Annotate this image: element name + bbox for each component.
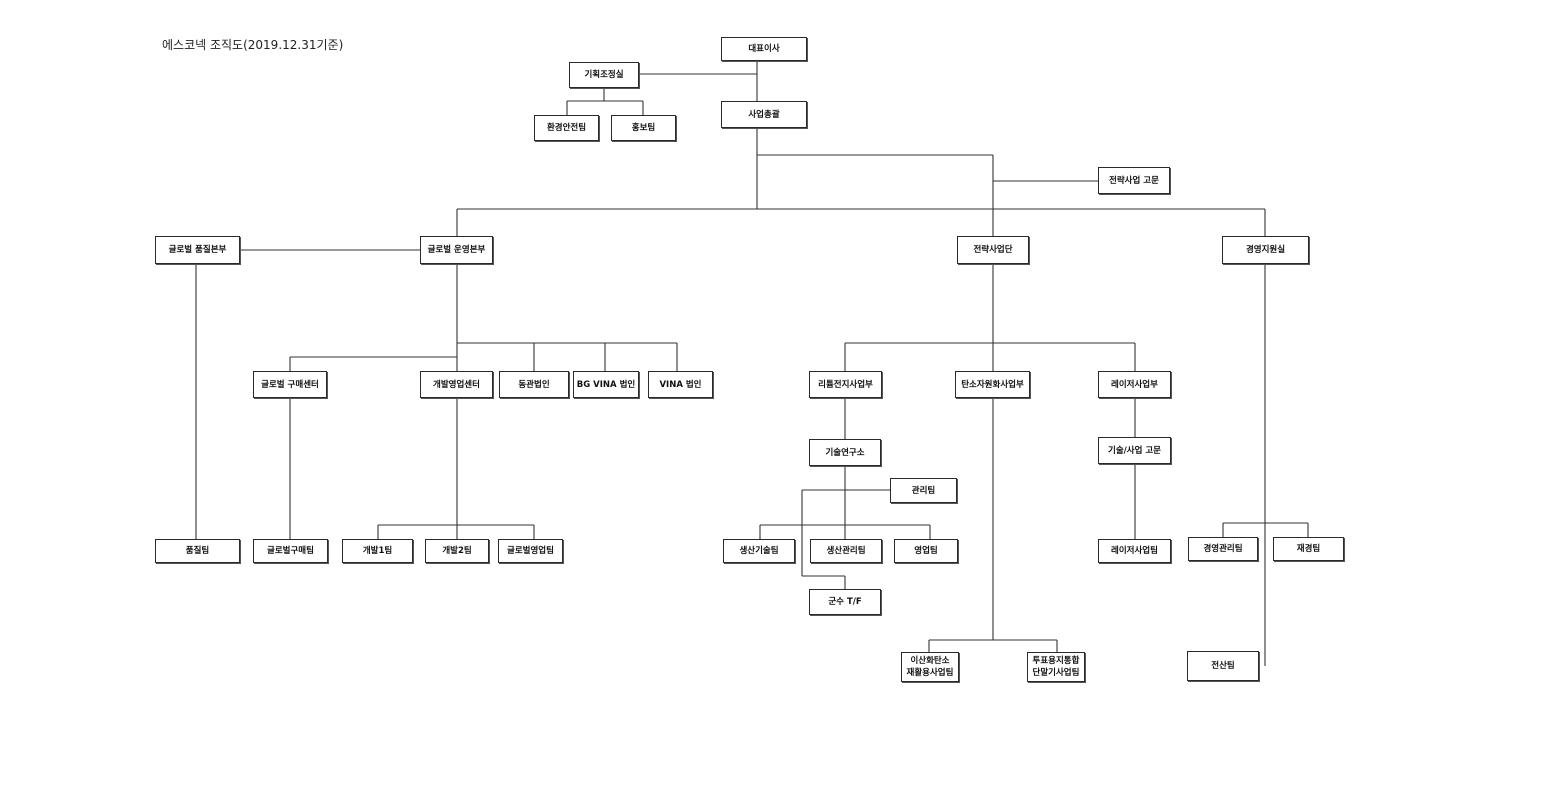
node-pr-team: 홍보팀: [611, 115, 676, 141]
node-lithium-battery-div: 리튬전지사업부: [809, 371, 882, 398]
node-dev2-team: 개발2팀: [425, 539, 489, 563]
node-tech-institute: 기술연구소: [809, 439, 881, 466]
node-dev-sales-center: 개발영업센터: [420, 371, 493, 398]
node-carbon-resource-div: 탄소자원화사업부: [955, 371, 1030, 398]
node-management-team: 관리팀: [890, 478, 957, 503]
node-dongguan-corp: 동관법인: [499, 371, 569, 398]
node-ceo: 대표이사: [721, 37, 807, 61]
node-strategy-advisor: 전략사업 고문: [1098, 167, 1170, 194]
node-prod-tech-team: 생산기술팀: [723, 539, 795, 563]
node-global-sales-team: 글로벌영업팀: [498, 539, 563, 563]
node-global-purchasing-team: 글로벌구매팀: [253, 539, 328, 563]
node-vina-corp: VINA 법인: [648, 371, 713, 398]
node-strategy-div: 전략사업단: [957, 236, 1029, 264]
node-prod-mgmt-team: 생산관리팀: [810, 539, 882, 563]
node-mgmt-admin-team: 경영관리팀: [1188, 537, 1258, 561]
node-transparent-terminal-team: 투표용지통합 단말기사업팀: [1027, 652, 1085, 682]
node-transparent-terminal-team-label: 투표용지통합 단말기사업팀: [1032, 656, 1080, 678]
node-co2-recycling-team-label: 이산화탄소 재활용사업팀: [906, 656, 954, 678]
node-global-quality-hq: 글로벌 품질본부: [155, 236, 240, 264]
node-env-safety-team: 환경안전팀: [534, 115, 599, 141]
node-it-team: 전산팀: [1187, 651, 1259, 681]
node-dev1-team: 개발1팀: [342, 539, 413, 563]
node-quality-team: 품질팀: [155, 539, 240, 563]
node-mgmt-support-office: 경영지원실: [1222, 236, 1309, 264]
node-planning-office: 기획조정실: [569, 62, 639, 88]
node-tech-biz-advisor: 기술/사업 고문: [1098, 437, 1171, 464]
node-business-head: 사업총괄: [721, 101, 807, 128]
node-co2-recycling-team: 이산화탄소 재활용사업팀: [901, 652, 959, 682]
node-sales-team: 영업팀: [894, 539, 958, 563]
node-global-ops-hq: 글로벌 운영본부: [420, 236, 493, 264]
node-bg-vina-corp: BG VINA 법인: [573, 371, 639, 398]
node-global-purchasing-center: 글로벌 구매센터: [253, 371, 327, 398]
node-laser-biz-team: 레이저사업팀: [1098, 539, 1171, 563]
node-finance-team: 재경팀: [1273, 537, 1344, 561]
node-laser-div: 레이저사업부: [1098, 371, 1171, 398]
node-military-tf: 군수 T/F: [809, 589, 881, 615]
chart-title: 에스코넥 조직도(2019.12.31기준): [162, 38, 344, 52]
